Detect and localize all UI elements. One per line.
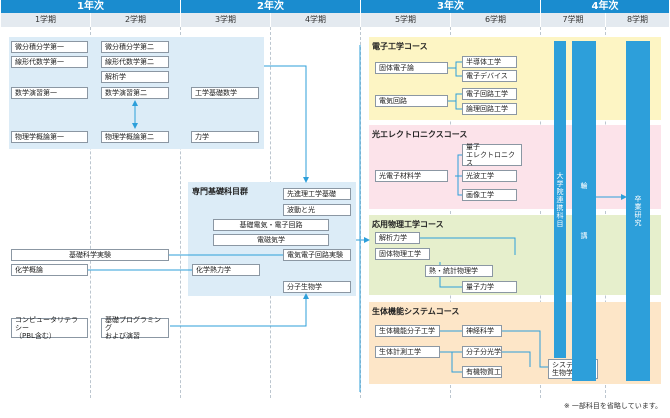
footnote: ※ 一部科目を省略しています。 bbox=[563, 402, 662, 410]
semi-box: 半導体工学 bbox=[462, 56, 517, 68]
circuit-box: 電気回路 bbox=[375, 95, 448, 107]
literacy-box: コンピュータリテラシー （PBL含む） bbox=[11, 315, 88, 341]
thermo-box: 化学熱力学 bbox=[192, 264, 260, 276]
molgenetics-box: 分子分光学 bbox=[462, 346, 502, 358]
logic-box: 論理回路工学 bbox=[462, 103, 517, 115]
term-6: 6学期 bbox=[451, 13, 540, 27]
engmath-box: 工学基礎数学 bbox=[191, 87, 259, 99]
neuro-box: 神経科学 bbox=[462, 325, 502, 337]
phys2-box: 物理学概論第二 bbox=[101, 131, 169, 143]
calc2-box: 微分積分学第二 bbox=[101, 41, 169, 53]
grad-label: 大学院連携科目 bbox=[556, 171, 564, 228]
analytic-box: 解析力学 bbox=[375, 232, 420, 244]
basic-lab-box: 基礎科学実験 bbox=[11, 249, 169, 261]
molbio-box: 分子生物学 bbox=[283, 281, 351, 293]
electric-box: 基礎電気・電子回路 bbox=[213, 219, 329, 231]
lightwave-box: 光波工学 bbox=[462, 170, 517, 182]
stat-box: 熱・統計物理学 bbox=[425, 265, 493, 277]
q-label-1: 量子 bbox=[466, 142, 480, 151]
quantum-electronics-box: 量子 エレクトロニクス bbox=[462, 142, 522, 168]
thesis-label: 卒業研究 bbox=[634, 195, 642, 227]
biomeas-box: 生体計測工学 bbox=[375, 346, 440, 358]
term-4: 4学期 bbox=[271, 13, 360, 27]
year-1-header: 1年次 bbox=[1, 0, 180, 13]
biomol-box: 生体機能分子工学 bbox=[375, 325, 440, 337]
applied-title: 応用物理工学コース bbox=[372, 220, 444, 229]
year-4-header: 4年次 bbox=[541, 0, 669, 13]
term-8: 8学期 bbox=[606, 13, 669, 27]
literacy-label-1: コンピュータリテラシー bbox=[15, 315, 78, 332]
term-7: 7学期 bbox=[541, 13, 605, 27]
sys-label-1: システム bbox=[552, 360, 580, 369]
circuit-lab-box: 電気電子回路実験 bbox=[283, 249, 351, 261]
waves-box: 波動と光 bbox=[283, 204, 351, 216]
programming-box: 基礎プログラミング および演習 bbox=[101, 315, 169, 341]
seminar-label-1: 輪 bbox=[580, 182, 588, 190]
em-box: 電磁気学 bbox=[213, 234, 329, 246]
bio-area bbox=[369, 302, 661, 384]
mechanics-box: 力学 bbox=[191, 131, 259, 143]
grad-bar: 大学院連携科目 bbox=[554, 41, 566, 358]
advanced-box: 先進理工学基礎 bbox=[283, 188, 351, 200]
term-5: 5学期 bbox=[361, 13, 450, 27]
calc1-box: 微分積分学第一 bbox=[11, 41, 88, 53]
q-label-2: エレクトロニクス bbox=[466, 150, 515, 168]
analysis-box: 解析学 bbox=[101, 71, 169, 83]
term-2: 2学期 bbox=[91, 13, 180, 27]
chemistry-box: 化学概論 bbox=[11, 264, 88, 276]
year-2-header: 2年次 bbox=[181, 0, 360, 13]
opto-title: 光エレクトロニクスコース bbox=[372, 130, 468, 139]
year-3-header: 3年次 bbox=[361, 0, 540, 13]
phys1-box: 物理学概論第一 bbox=[11, 131, 88, 143]
image-box: 画像工学 bbox=[462, 189, 517, 201]
sys-label-2: 生物学 bbox=[552, 369, 573, 377]
term-3: 3学期 bbox=[181, 13, 270, 27]
seminar-label-2: 講 bbox=[580, 232, 588, 240]
solid-box: 固体電子論 bbox=[375, 62, 448, 74]
organic-box: 有機物質工 bbox=[462, 366, 502, 378]
literacy-label-2: （PBL含む） bbox=[15, 332, 56, 341]
programming-label-1: 基礎プログラミング bbox=[105, 315, 161, 332]
ecircuit-box: 電子回路工学 bbox=[462, 88, 517, 100]
linalg1-box: 線形代数学第一 bbox=[11, 56, 88, 68]
linalg2-box: 線形代数学第二 bbox=[101, 56, 169, 68]
thesis-bar: 卒業研究 bbox=[626, 41, 650, 381]
quantum-box: 量子力学 bbox=[462, 281, 517, 293]
seminar-bar: 輪 講 bbox=[572, 41, 596, 381]
device-box: 電子デバイス bbox=[462, 70, 517, 82]
solidphys-box: 固体物理工学 bbox=[375, 248, 430, 260]
exercise1-box: 数学演習第一 bbox=[11, 87, 88, 99]
exercise2-box: 数学演習第二 bbox=[101, 87, 169, 99]
programming-label-2: および演習 bbox=[105, 332, 140, 341]
term-1: 1学期 bbox=[1, 13, 90, 27]
bio-title: 生体機能システムコース bbox=[372, 307, 460, 316]
basic-group-title: 専門基礎科目群 bbox=[192, 187, 248, 196]
electronics-title: 電子工学コース bbox=[372, 42, 428, 51]
material-box: 光電子材料学 bbox=[375, 170, 448, 182]
